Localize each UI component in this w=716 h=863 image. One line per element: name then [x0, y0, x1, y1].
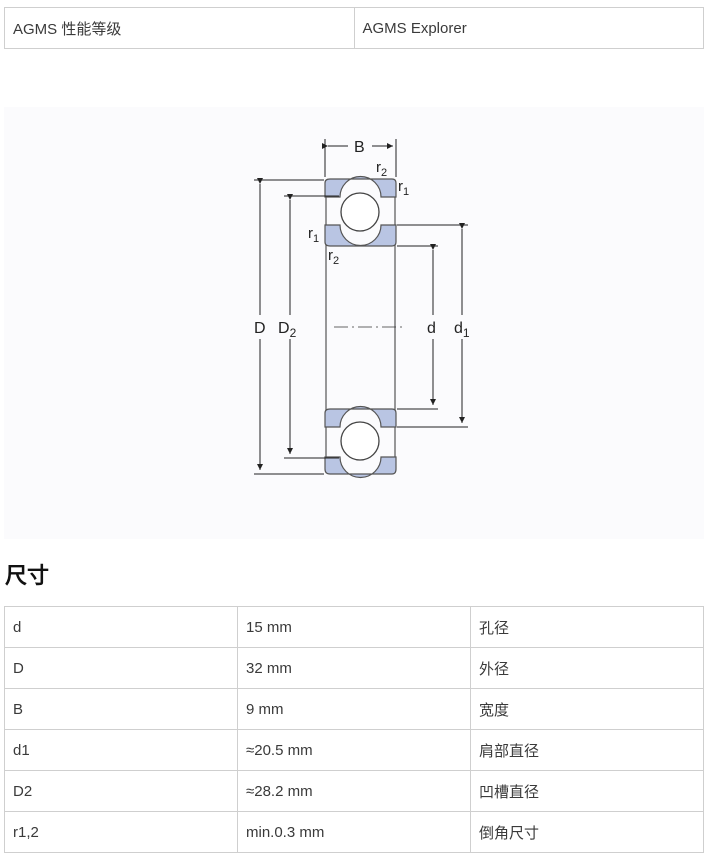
shoulder-diameter-dimension	[397, 223, 468, 428]
table-row: B 9 mm 宽度	[4, 688, 704, 730]
dimension-value: ≈20.5 mm	[237, 729, 471, 771]
top-outer-ring	[324, 175, 397, 198]
label-D2: D2	[278, 320, 297, 340]
label-D: D	[254, 320, 266, 337]
label-r2-left: r2	[328, 247, 339, 267]
dimension-symbol: d	[4, 606, 238, 648]
bearing-cross-section-svg: B r2 r1 r1 r2 D D2	[254, 139, 470, 479]
dimension-name: 外径	[470, 647, 704, 689]
label-d: d	[427, 320, 436, 337]
bearing-drawing: B r2 r1 r1 r2 D D2	[4, 107, 704, 539]
table-row: r1,2 min.0.3 mm 倒角尺寸	[4, 811, 704, 853]
product-line-label: AGMS Explorer	[353, 7, 704, 49]
section-title-dimensions: 尺寸	[5, 564, 50, 589]
dimensions-table: d 15 mm 孔径 D 32 mm 外径 B 9 mm 宽度 d1 ≈20.5…	[4, 606, 704, 853]
top-ball	[340, 192, 380, 232]
dimension-value: ≈28.2 mm	[237, 770, 471, 812]
dimension-value: 9 mm	[237, 688, 471, 730]
top-inner-ring	[324, 224, 397, 247]
performance-class-label: AGMS 性能等级	[4, 7, 355, 49]
dimension-symbol: d1	[4, 729, 238, 771]
table-row: D 32 mm 外径	[4, 647, 704, 689]
dimension-name: 肩部直径	[470, 729, 704, 771]
dimension-symbol: D2	[4, 770, 238, 812]
bottom-inner-ring	[324, 405, 397, 428]
dimension-name: 倒角尺寸	[470, 811, 704, 853]
bottom-outer-ring	[324, 456, 397, 479]
bore-dimension	[397, 244, 438, 410]
dimension-value: 15 mm	[237, 606, 471, 648]
dimension-symbol: B	[4, 688, 238, 730]
dimension-symbol: r1,2	[4, 811, 238, 853]
product-header-table: AGMS 性能等级 AGMS Explorer	[4, 7, 704, 49]
bottom-ball	[340, 421, 380, 461]
outer-diameter-dimension	[254, 178, 324, 475]
label-r1-left: r1	[308, 225, 319, 245]
label-r1-top: r1	[398, 178, 409, 198]
width-dimension	[322, 139, 397, 177]
table-row: D2 ≈28.2 mm 凹槽直径	[4, 770, 704, 812]
label-r2-top: r2	[376, 159, 387, 179]
label-d1: d1	[454, 320, 470, 340]
dimension-name: 凹槽直径	[470, 770, 704, 812]
dimension-value: min.0.3 mm	[237, 811, 471, 853]
table-row: d 15 mm 孔径	[4, 606, 704, 648]
dimension-symbol: D	[4, 647, 238, 689]
dimension-value: 32 mm	[237, 647, 471, 689]
label-B: B	[354, 139, 365, 156]
dimension-name: 宽度	[470, 688, 704, 730]
groove-diameter-dimension	[284, 194, 339, 459]
table-row: d1 ≈20.5 mm 肩部直径	[4, 729, 704, 771]
dimension-name: 孔径	[470, 606, 704, 648]
